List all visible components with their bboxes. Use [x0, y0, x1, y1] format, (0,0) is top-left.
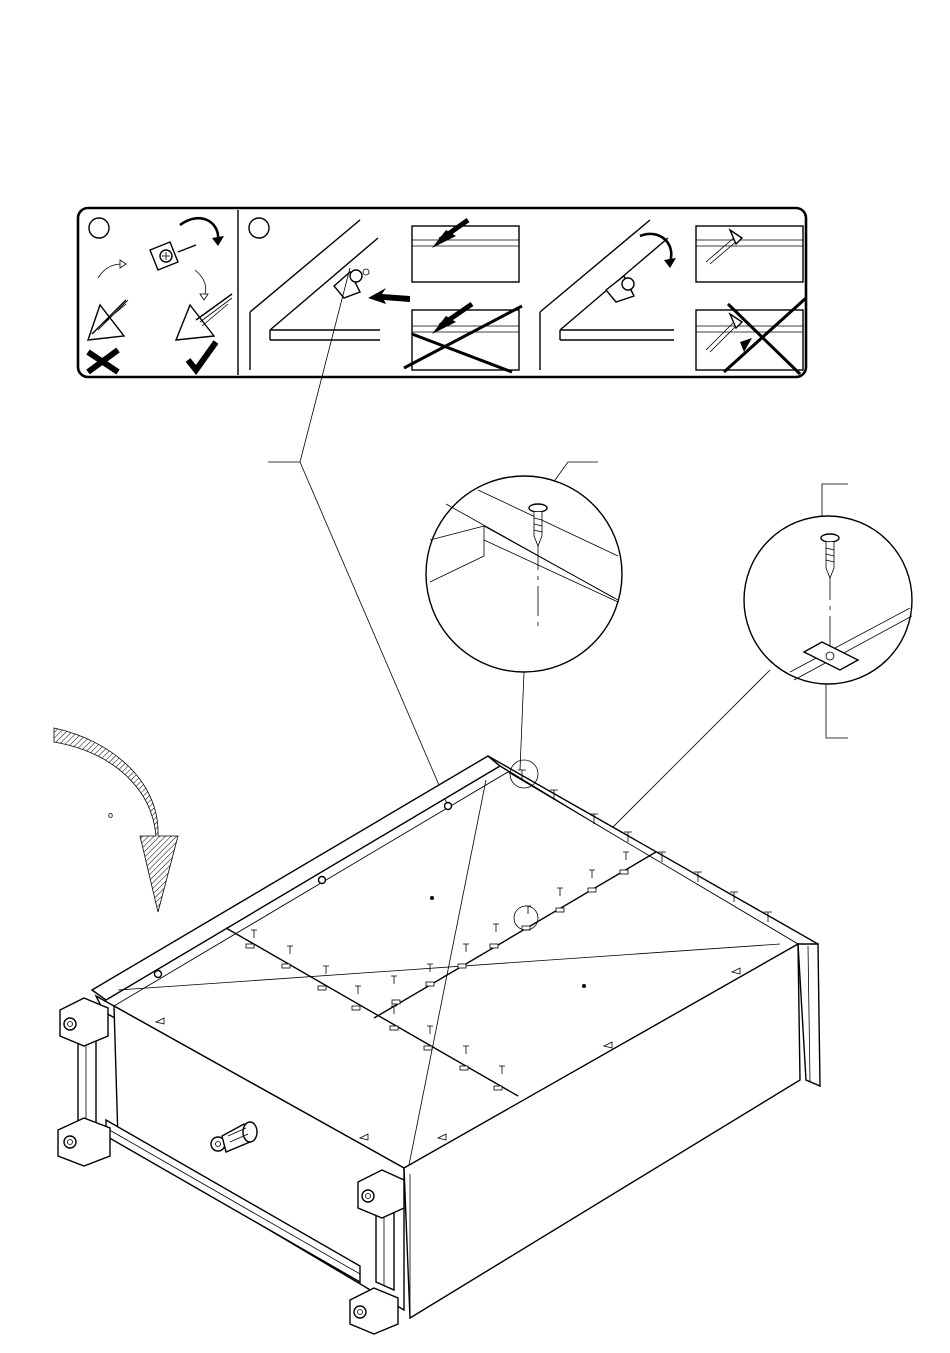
- step-marker-1: [89, 218, 109, 238]
- corner-block-icon: [60, 998, 108, 1046]
- corner-block-icon: [58, 1118, 110, 1166]
- flip-rotation-arrow: o: [54, 728, 178, 912]
- screw-straight-correct: [696, 226, 803, 282]
- screw-into-edge-detail: [426, 476, 622, 672]
- rotation-hint-label: o: [108, 810, 113, 820]
- corner-block-icon: [350, 1288, 398, 1334]
- screw-into-edge-wrong: [404, 304, 522, 372]
- cabinet-base-icon: [78, 756, 820, 1318]
- screw-straight-wrong: [696, 298, 806, 374]
- screw-into-edge-correct: [412, 220, 519, 282]
- screw-with-bracket-detail: [744, 516, 912, 684]
- instruction-panel: [78, 208, 806, 377]
- step-marker-2: [249, 218, 269, 238]
